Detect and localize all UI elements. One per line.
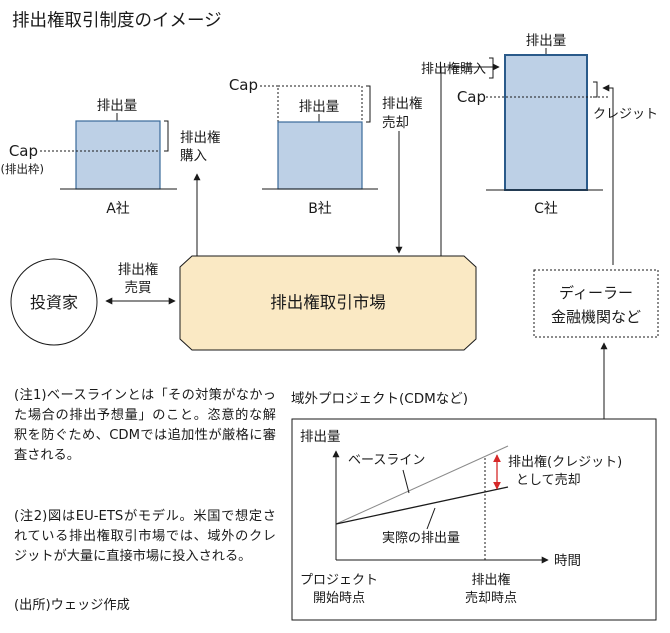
arrow-market-to-c	[440, 63, 500, 256]
cdm-frame	[291, 418, 657, 621]
company-a-cap-sub-label: (排出枠)	[1, 162, 44, 176]
market-box	[179, 255, 477, 351]
cdm-baseline-leader	[402, 469, 410, 494]
cdm-baseline-label: ベースライン	[348, 453, 425, 468]
company-c-name: C社	[534, 201, 558, 217]
dealer-line1: ディーラー	[559, 284, 633, 302]
company-a-action-label-1: 排出権	[180, 129, 221, 146]
company-a-cap-label: Cap	[9, 142, 38, 160]
company-c-credit-bracket	[593, 81, 598, 98]
investor-circle	[10, 258, 98, 346]
diagram-title: 排出権取引制度のイメージ	[12, 11, 222, 31]
company-b-emissions-box	[277, 121, 363, 190]
company-a-action-label-2: 購入	[180, 148, 207, 164]
cdm-sale-label-1: 排出権	[471, 572, 510, 588]
company-c-emissions-box	[504, 54, 588, 191]
cdm-title: 域外プロジェクト(CDMなど)	[291, 391, 468, 407]
investor-trade-label-2: 売買	[125, 280, 152, 296]
company-a: 排出量 Cap (排出枠) 排出権 購入 A社	[1, 98, 221, 217]
company-c-buy-label: 排出権購入	[421, 61, 486, 77]
source-note: (出所)ウェッジ作成	[14, 598, 130, 613]
cdm-x-axis-label: 時間	[554, 553, 581, 569]
cdm-actual-line	[335, 486, 509, 525]
cdm-credit-label-2: として売却	[516, 472, 581, 488]
company-a-emissions-label: 排出量	[97, 98, 138, 114]
cdm-credit-label-1: 排出権(クレジット)	[508, 454, 622, 470]
dealer-box	[533, 269, 659, 338]
company-c-cap-label: Cap	[457, 88, 486, 106]
company-b-name: B社	[308, 201, 332, 217]
company-b-cap-label: Cap	[229, 76, 258, 94]
cdm-start-label-1: プロジェクト	[300, 573, 378, 588]
company-b-action-label-1: 排出権	[382, 95, 423, 112]
company-a-bracket	[164, 120, 169, 152]
investor-label: 投資家	[30, 293, 78, 312]
company-b-emissions-label: 排出量	[299, 99, 340, 115]
note-2: (注2)図はEU-ETSがモデル。米国で想定されている排出権取引市場では、域外の…	[14, 509, 276, 564]
cdm-actual-label: 実際の排出量	[382, 530, 460, 546]
dealer-line2: 金融機関など	[551, 308, 641, 326]
company-b-action-label-2: 売却	[382, 115, 409, 131]
market-label: 排出権取引市場	[270, 293, 386, 312]
cdm-actual-leader	[426, 507, 436, 530]
company-a-name: A社	[106, 201, 130, 217]
arrow-dealer-to-c	[602, 84, 614, 265]
note-1: (注1)ベースラインとは「その対策がなかった場合の排出予想量」のこと。恣意的な解…	[14, 388, 276, 463]
company-c-buy-bracket	[489, 57, 494, 79]
cdm-sale-label-2: 売却時点	[465, 590, 517, 606]
company-c: 排出量 Cap 排出権購入 クレジット C社	[421, 33, 658, 217]
company-b-bracket	[366, 85, 371, 123]
company-c-emissions-label: 排出量	[526, 33, 567, 49]
company-b: 排出量 Cap 排出権 売却 B社	[229, 76, 423, 217]
cdm-start-label-2: 開始時点	[313, 591, 365, 606]
company-c-credit-label: クレジット	[593, 107, 658, 122]
investor-trade-label-1: 排出権	[118, 261, 159, 278]
company-a-emissions-box	[75, 120, 161, 190]
cdm-baseline-line	[335, 445, 509, 525]
cdm-y-axis-label: 排出量	[300, 429, 341, 445]
